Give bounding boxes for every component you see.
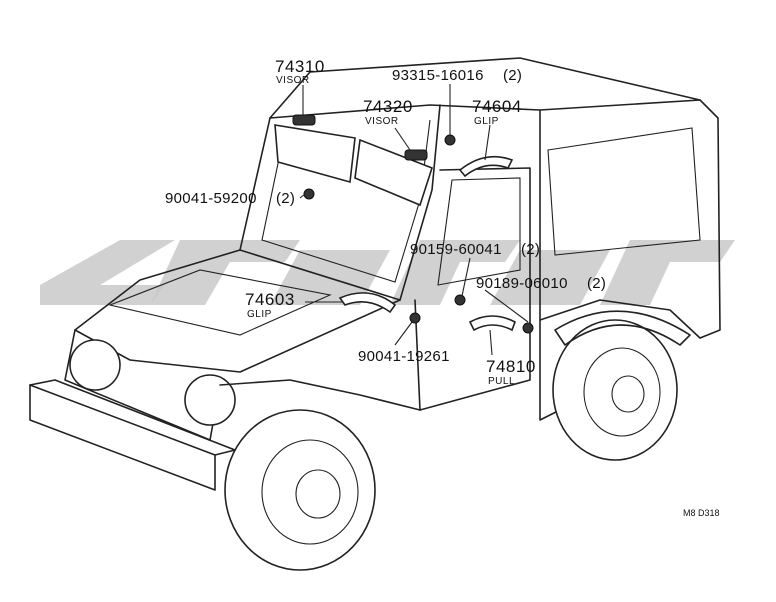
part-qty: (2) [587, 275, 606, 292]
grip-74603 [338, 292, 397, 314]
part-number: 74810 [486, 357, 536, 376]
leader-lines [299, 84, 529, 356]
label-90041-19261: 90041-19261 [358, 348, 450, 365]
grip-74604 [458, 155, 514, 178]
visor-74320 [354, 138, 433, 207]
label-74810: 74810 PULL [486, 357, 536, 387]
part-name: VISOR [365, 116, 399, 127]
part-number: 90041-59200 [165, 190, 257, 207]
part-number: 90041-19261 [358, 348, 450, 365]
part-number: 90159-60041 [410, 241, 502, 258]
part-name: GLIP [247, 309, 272, 320]
diagram-code: M8 D318 [683, 508, 720, 518]
label-93315-16016: 93315-16016 (2) [392, 67, 522, 84]
label-74603: 74603 GLIP [245, 290, 295, 320]
part-number: 90189-06010 [476, 275, 568, 292]
part-name: PULL [488, 376, 515, 387]
part-name: VISOR [276, 75, 310, 86]
pull-74810 [468, 315, 516, 332]
part-qty: (2) [503, 67, 522, 84]
visor-74310 [274, 114, 356, 184]
label-74604: 74604 GLIP [472, 97, 522, 127]
label-90159-60041: 90159-60041 (2) [410, 241, 540, 258]
vehicle-illustration [29, 57, 721, 571]
part-qty: (2) [276, 190, 295, 207]
part-number: 93315-16016 [392, 67, 484, 84]
label-90189-06010: 90189-06010 (2) [476, 275, 606, 292]
label-74320: 74320 VISOR [363, 97, 413, 127]
part-qty: (2) [521, 241, 540, 258]
part-number: 74320 [363, 97, 413, 116]
label-90041-59200: 90041-59200 (2) [165, 190, 295, 207]
part-number: 74310 [275, 57, 325, 76]
part-number: 74603 [245, 290, 295, 309]
label-74310: 74310 VISOR [275, 57, 325, 86]
part-number: 74604 [472, 97, 522, 116]
fasteners [303, 134, 534, 334]
part-name: GLIP [474, 116, 499, 127]
watermark-logo [40, 240, 735, 305]
